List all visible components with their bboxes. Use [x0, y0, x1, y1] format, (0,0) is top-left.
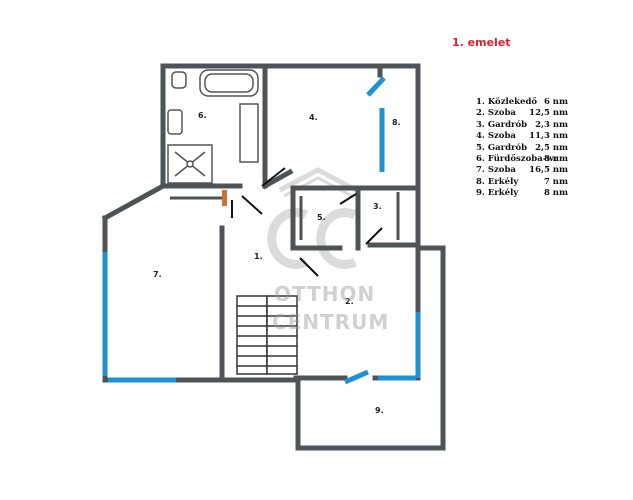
room-label-2: 2. [345, 297, 354, 306]
room-label-4: 4. [309, 113, 318, 122]
watermark-logo-text: OC [286, 218, 348, 262]
door-jamb [222, 190, 227, 206]
room-label-6: 6. [198, 111, 207, 120]
room-label-1: 1. [254, 252, 263, 261]
stairs [236, 295, 298, 375]
floor-title: 1. emelet [452, 36, 511, 49]
watermark-line1: OTTHON [274, 282, 376, 306]
windows [102, 76, 421, 385]
bathroom-fixtures [167, 69, 259, 184]
room-label-7: 7. [153, 270, 162, 279]
watermark-line2: CENTRUM [272, 310, 390, 334]
room-label-5: 5. [317, 213, 326, 222]
room-label-3: 3. [373, 202, 382, 211]
room-label-8: 8. [392, 118, 401, 127]
doors [231, 167, 383, 277]
room-label-9: 9. [375, 406, 384, 415]
